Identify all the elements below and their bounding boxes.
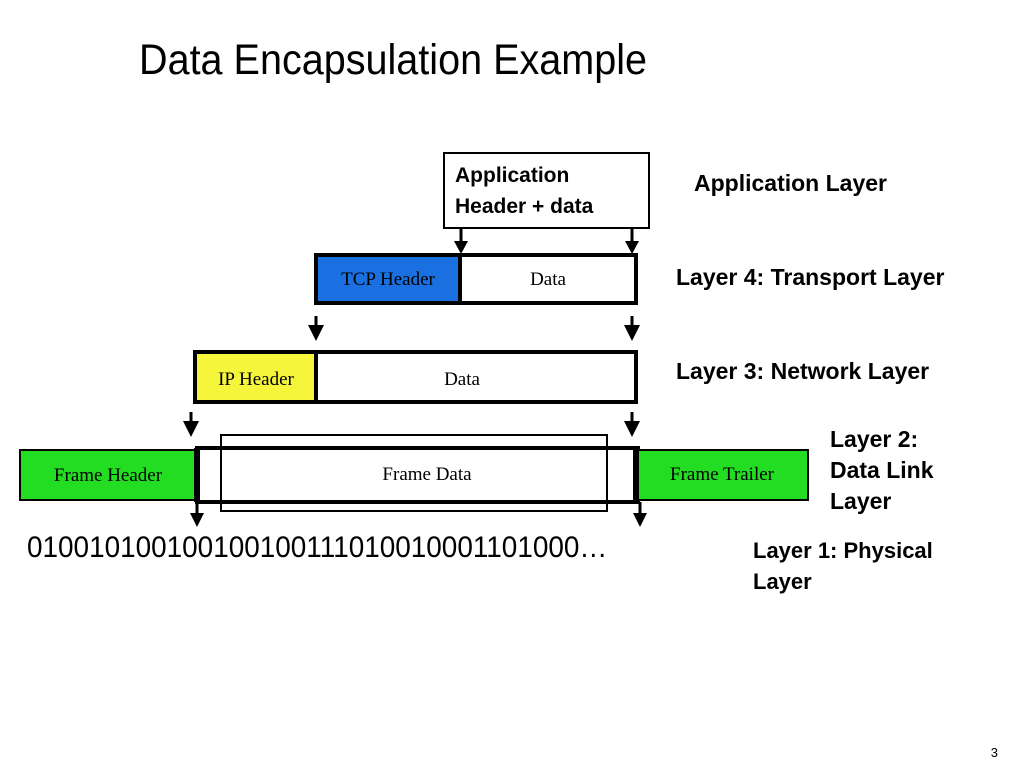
frame-header-label: Frame Header xyxy=(54,465,163,486)
arrow-network-to-datalink xyxy=(183,412,640,437)
arrow-transport-to-network xyxy=(308,316,640,341)
tcp-data-cell xyxy=(458,253,638,305)
network-layer-label: Layer 3: Network Layer xyxy=(676,358,930,384)
datalink-layer-line2: Data Link xyxy=(830,457,934,483)
frame-trailer-label: Frame Trailer xyxy=(670,464,775,485)
frame: Frame Header Frame Data Frame Trailer xyxy=(19,434,809,512)
ip-header-label: IP Header xyxy=(218,369,294,390)
physical-layer-line1: Layer 1: Physical xyxy=(753,538,933,563)
datalink-layer-label: Layer 2: Data Link Layer xyxy=(830,424,934,517)
tcp-header-label: TCP Header xyxy=(341,269,435,290)
application-box-text: Application Header + data xyxy=(455,160,593,222)
physical-layer-label: Layer 1: Physical Layer xyxy=(753,535,933,597)
application-layer-label: Application Layer xyxy=(694,170,887,196)
frame-data-label: Frame Data xyxy=(382,464,472,485)
frame-outer xyxy=(195,446,640,504)
arrow-datalink-to-physical xyxy=(190,502,647,527)
transport-layer-label: Layer 4: Transport Layer xyxy=(676,264,945,290)
frame-data-cell xyxy=(220,434,608,512)
application-box-line1: Application xyxy=(455,164,570,187)
ip-data-label: Data xyxy=(444,369,480,390)
arrow-app-to-transport xyxy=(454,229,639,254)
application-box xyxy=(443,152,650,229)
frame-trailer-cell xyxy=(637,449,809,501)
tcp-segment: TCP Header Data xyxy=(314,253,638,305)
ip-data-cell xyxy=(314,350,638,404)
page-number: 3 xyxy=(990,745,998,760)
physical-layer-line2: Layer xyxy=(753,569,812,594)
ip-header-cell xyxy=(193,350,318,404)
datalink-layer-line1: Layer 2: xyxy=(830,426,919,452)
datalink-layer-line3: Layer xyxy=(830,488,892,514)
bitstream: 010010100100100100111010010001101000… xyxy=(27,531,608,564)
ip-packet: IP Header Data xyxy=(193,350,638,404)
slide-title: Data Encapsulation Example xyxy=(139,36,647,84)
tcp-data-label: Data xyxy=(530,269,566,290)
application-box-line2: Header + data xyxy=(455,195,594,218)
